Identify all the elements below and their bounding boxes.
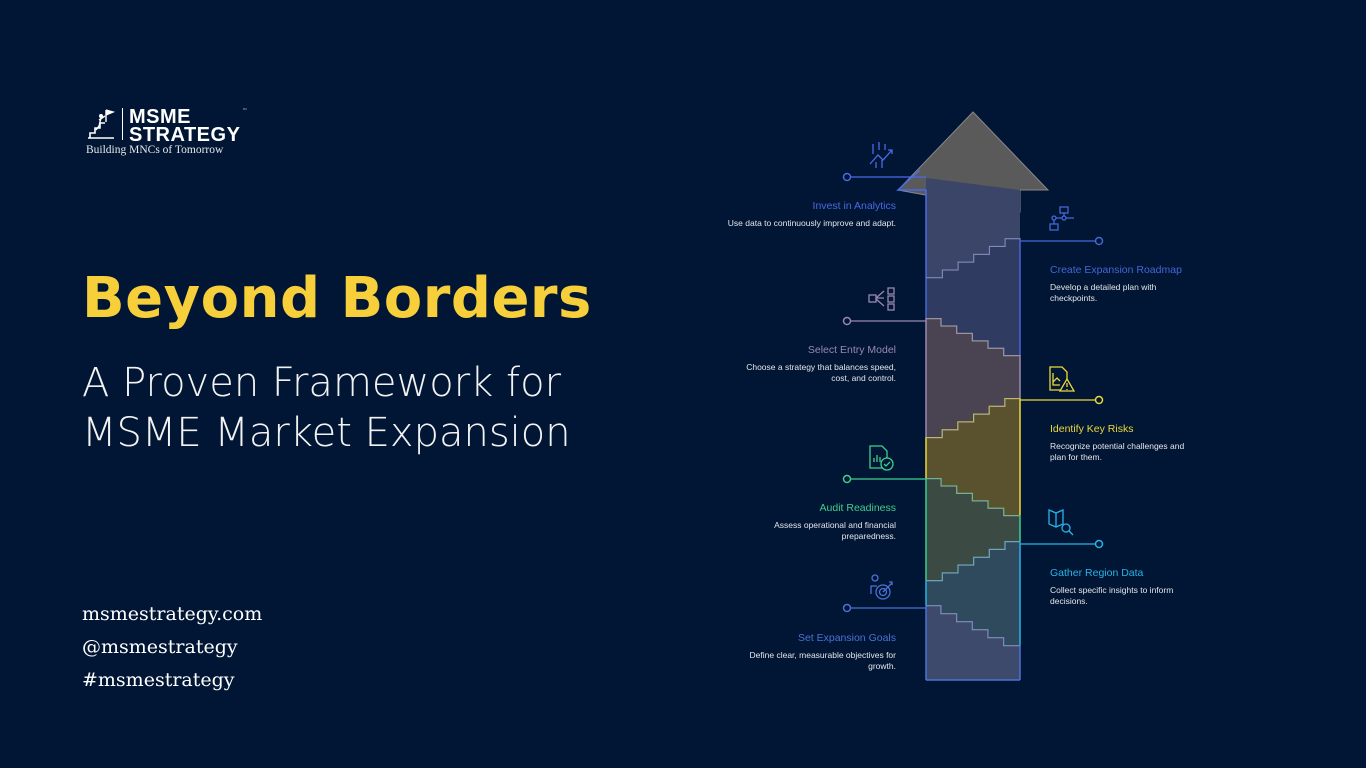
step-title: Create Expansion Roadmap <box>1050 264 1182 276</box>
step-description: Assess operational and financial prepare… <box>774 520 896 541</box>
climber-flag-icon <box>88 109 116 139</box>
hashtag-link[interactable]: #msmestrategy <box>82 669 235 691</box>
stage-band <box>926 605 1020 680</box>
branching-options-icon <box>868 287 895 311</box>
subtitle-line-2: MSME Market Expansion <box>82 410 571 456</box>
connector-dot <box>842 474 852 484</box>
connector-dot <box>1094 395 1104 405</box>
brand-name-line1: MSME <box>129 106 191 128</box>
stage-band <box>926 178 1020 277</box>
step-description: Choose a strategy that balances speed, c… <box>746 362 896 383</box>
map-search-icon <box>1048 509 1074 536</box>
connector-dot <box>1094 539 1104 549</box>
brand-logo: MSME STRATEGY ™ Building MNCs of Tomorro… <box>86 106 248 156</box>
step-title: Invest in Analytics <box>812 200 896 212</box>
stage-band <box>926 238 1020 355</box>
connector-dot <box>842 603 852 613</box>
connector-dot <box>842 172 852 182</box>
stage-outline <box>896 169 927 277</box>
connector-dot <box>842 316 852 326</box>
flowchart-icon <box>1049 206 1074 231</box>
step-title: Identify Key Risks <box>1050 423 1134 435</box>
website-link[interactable]: msmestrategy.com <box>82 603 263 625</box>
brand-tagline: Building MNCs of Tomorrow <box>86 144 224 156</box>
step-description: Recognize potential challenges and plan … <box>1050 441 1185 462</box>
step-description: Develop a detailed plan with checkpoints… <box>1050 282 1157 303</box>
step-title: Set Expansion Goals <box>797 632 896 644</box>
analytics-trend-icon <box>869 142 893 168</box>
trademark: ™ <box>242 108 248 114</box>
page-title: Beyond Borders <box>82 266 592 331</box>
stage-band <box>926 398 1020 515</box>
step-title: Select Entry Model <box>807 344 896 356</box>
handle-link[interactable]: @msmestrategy <box>82 636 238 658</box>
stage-band <box>926 478 1020 580</box>
step-title: Gather Region Data <box>1050 567 1144 579</box>
connector-dot <box>1094 236 1104 246</box>
step-description: Collect specific insights to inform deci… <box>1050 585 1174 606</box>
warning-chart-icon <box>1049 366 1076 392</box>
stage-band <box>926 541 1020 645</box>
step-description: Use data to continuously improve and ada… <box>727 218 896 228</box>
target-person-icon <box>870 574 893 600</box>
step-title: Audit Readiness <box>819 502 896 514</box>
page-subtitle: A Proven Framework for MSME Market Expan… <box>82 358 571 458</box>
step-description: Define clear, measurable objectives for … <box>749 650 896 671</box>
subtitle-line-1: A Proven Framework for <box>82 360 562 406</box>
contact-links: msmestrategy.com @msmestrategy #msmestra… <box>82 598 262 697</box>
brand-name-line2: STRATEGY <box>129 124 241 146</box>
document-check-icon <box>869 445 894 471</box>
